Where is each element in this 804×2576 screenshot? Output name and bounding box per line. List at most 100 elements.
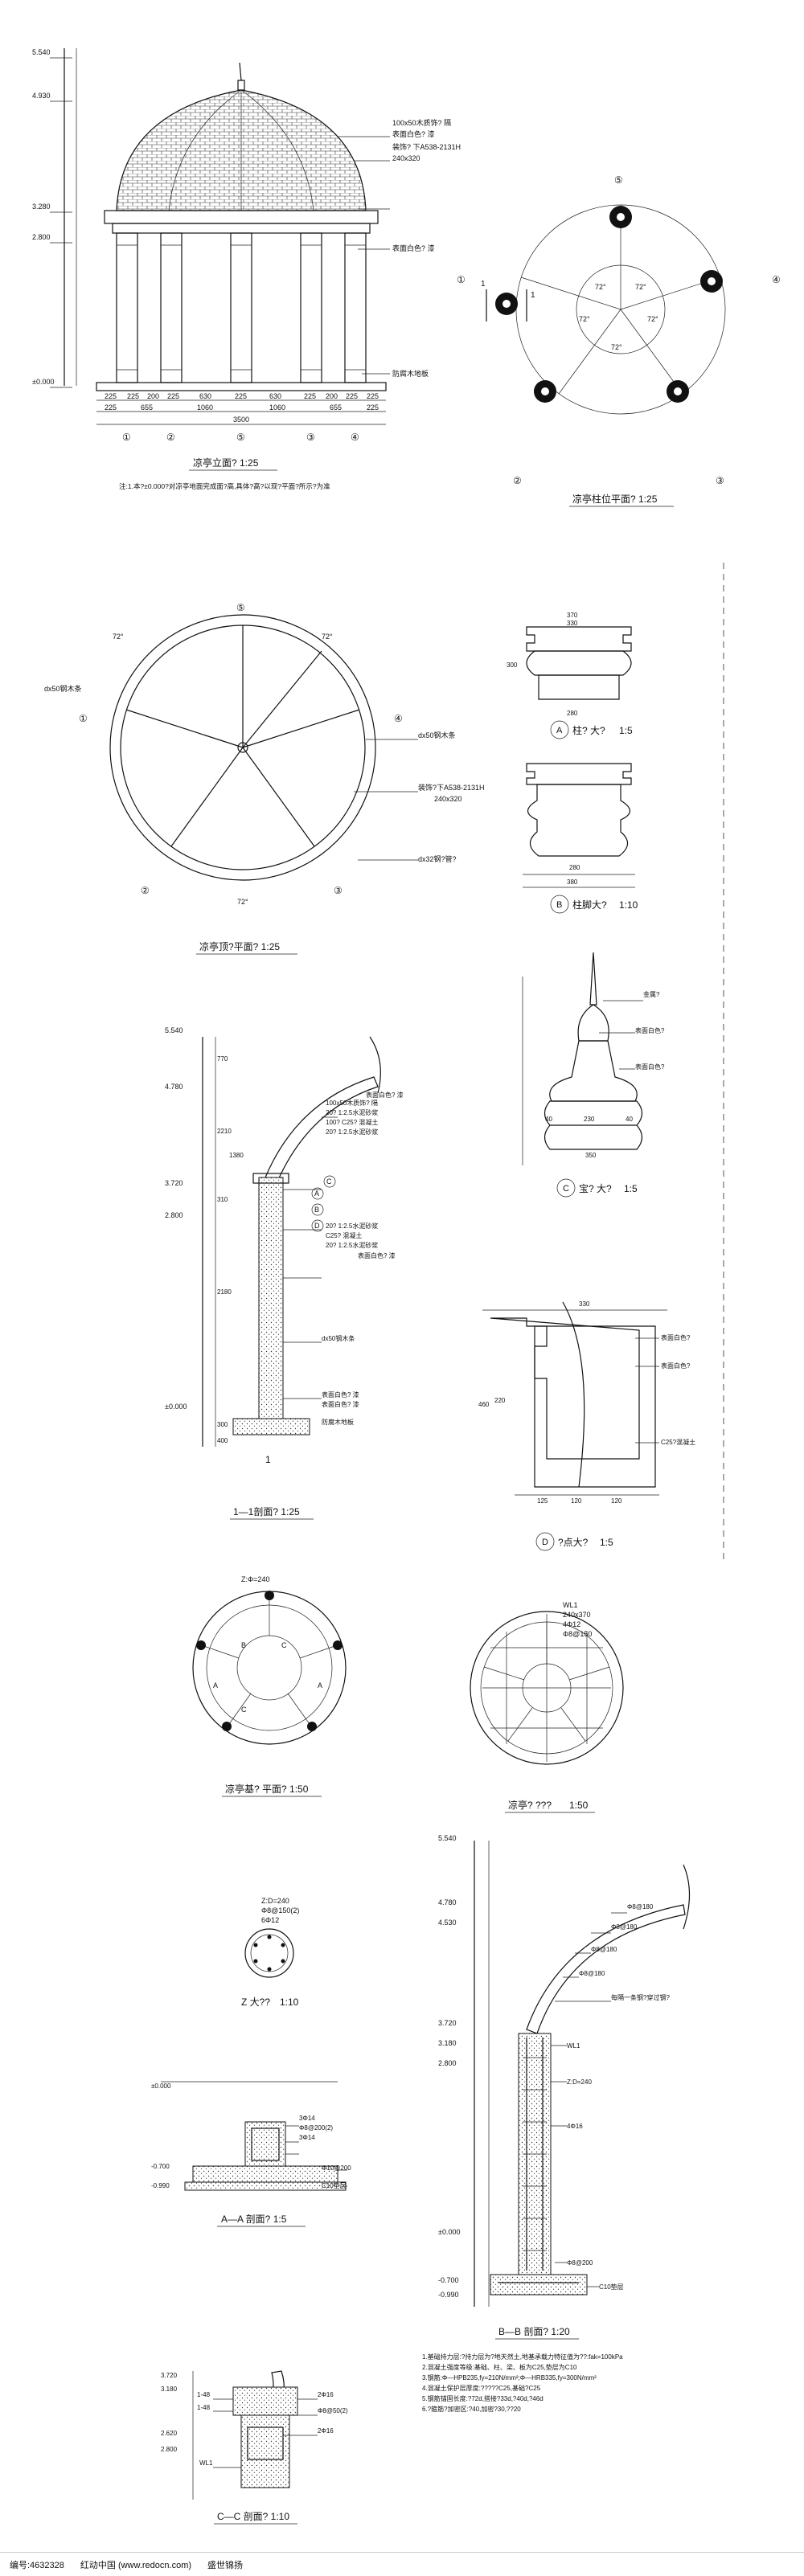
foundation-plan-title: 凉亭基? 平面? 1:50 (225, 1783, 309, 1795)
svg-text:C25? 混凝土: C25? 混凝土 (326, 1231, 362, 1239)
svg-text:表面白色? 漆: 表面白色? 漆 (392, 244, 435, 252)
svg-text:2.620: 2.620 (161, 2430, 178, 2437)
svg-text:330: 330 (579, 1300, 590, 1308)
detail-z: Z:D=240 Φ8@150(2) 6Φ12 Z 大?? 1:10 (241, 1897, 299, 2008)
elevation-callouts: 100x50木质饰? 隔 表面白色? 漆 装饰? 下A538-2131H 240… (338, 118, 461, 378)
svg-text:④: ④ (394, 713, 403, 724)
svg-text:A: A (318, 1681, 322, 1689)
svg-text:100x50木质饰? 隔: 100x50木质饰? 隔 (392, 118, 451, 127)
svg-text:20? 1:2.5水泥砂浆: 20? 1:2.5水泥砂浆 (326, 1222, 378, 1230)
svg-text:100? C25? 混凝土: 100? C25? 混凝土 (326, 1118, 378, 1126)
svg-text:A: A (213, 1681, 218, 1689)
svg-text:表面白色?: 表面白色? (635, 1063, 665, 1071)
svg-text:2.800: 2.800 (165, 1211, 183, 1219)
svg-text:225: 225 (105, 403, 117, 412)
svg-text:⑤: ⑤ (236, 432, 245, 443)
svg-text:300: 300 (217, 1421, 228, 1428)
column-plan: 1 1 72° 72° 72° 72° 72° ⑤ ① ④ ② ③ 凉亭柱位平面… (457, 174, 781, 507)
svg-text:⑤: ⑤ (236, 602, 245, 613)
svg-text:770: 770 (217, 1055, 228, 1063)
svg-text:200: 200 (326, 392, 338, 400)
svg-text:72°: 72° (635, 283, 646, 291)
svg-text:1: 1 (531, 291, 535, 300)
svg-text:C10垫层: C10垫层 (322, 2181, 347, 2189)
svg-text:表面白色? 漆: 表面白色? 漆 (322, 1400, 359, 1408)
svg-text:2Φ16: 2Φ16 (318, 2427, 334, 2435)
elevation-title: 凉亭立面? 1:25 (193, 457, 259, 469)
foundation-plan: Z:Φ=240 A A B C C 凉亭基? 平面? 1:50 (192, 1575, 347, 1797)
svg-text:±0.000: ±0.000 (32, 378, 54, 386)
svg-text:2Φ16: 2Φ16 (318, 2391, 334, 2398)
svg-text:2.800: 2.800 (161, 2446, 178, 2453)
svg-text:370: 370 (567, 612, 578, 619)
svg-text:6.?箍筋?加密区:?40,加密?30,??20: 6.?箍筋?加密区:?40,加密?30,??20 (422, 2405, 521, 2413)
svg-text:4Φ16: 4Φ16 (567, 2123, 583, 2130)
detail-c-title: 宝? 大? (579, 1183, 612, 1194)
svg-text:④: ④ (772, 274, 781, 285)
section-1-1-callouts: 100x50木质饰? 隔 20? 1:2.5水泥砂浆 100? C25? 混凝土… (283, 1091, 404, 1426)
footer-author: 盛世锦扬 (207, 2560, 244, 2570)
svg-text:Φ8@180: Φ8@180 (627, 1903, 654, 1910)
svg-text:1:10: 1:10 (619, 899, 638, 911)
svg-text:防腐木地板: 防腐木地板 (392, 369, 429, 378)
svg-text:230: 230 (584, 1116, 595, 1123)
section-cc-title: C—C 剖面? 1:10 (217, 2511, 289, 2522)
svg-text:72°: 72° (595, 283, 606, 291)
svg-text:表面白色?: 表面白色? (661, 1333, 691, 1341)
svg-text:A: A (556, 726, 563, 735)
svg-text:⑤: ⑤ (614, 174, 623, 186)
svg-text:3Φ14: 3Φ14 (299, 2134, 315, 2141)
svg-text:225: 225 (346, 392, 358, 400)
svg-text:3.720: 3.720 (161, 2372, 178, 2379)
svg-text:D: D (542, 1538, 548, 1547)
svg-text:Z:Φ=240: Z:Φ=240 (241, 1575, 269, 1583)
svg-text:②: ② (513, 475, 522, 486)
svg-text:3.180: 3.180 (161, 2386, 178, 2393)
footer-id: 编号:4632328 (10, 2560, 64, 2570)
svg-text:1-48: 1-48 (197, 2391, 211, 2398)
svg-text:③: ③ (334, 885, 343, 896)
svg-text:4Φ12: 4Φ12 (563, 1620, 580, 1628)
svg-text:1:5: 1:5 (619, 725, 633, 736)
svg-text:3Φ14: 3Φ14 (299, 2115, 315, 2122)
svg-text:表面白色?: 表面白色? (661, 1362, 691, 1370)
watermark-footer: 编号:4632328 红动中国 (www.redocn.com) 盛世锦扬 (0, 2552, 804, 2576)
svg-text:125: 125 (537, 1497, 548, 1505)
svg-text:1: 1 (265, 1454, 271, 1465)
svg-text:C25?混凝土: C25?混凝土 (661, 1438, 695, 1446)
svg-text:每隔一条钢?穿过钢?: 每隔一条钢?穿过钢? (611, 1993, 670, 2001)
svg-text:④: ④ (351, 432, 359, 443)
svg-text:1:10: 1:10 (280, 1997, 299, 2008)
svg-text:2.混凝土强度等级:基础、柱、梁、板为C25,垫层为C10: 2.混凝土强度等级:基础、柱、梁、板为C25,垫层为C10 (422, 2363, 577, 2371)
svg-text:②: ② (166, 432, 175, 443)
svg-text:装饰?下A538-2131H: 装饰?下A538-2131H (418, 783, 485, 792)
svg-text:630: 630 (199, 392, 211, 400)
svg-text:WL1: WL1 (563, 1601, 578, 1609)
svg-text:B: B (241, 1641, 246, 1649)
svg-text:3.280: 3.280 (32, 203, 51, 211)
section-aa: ±0.000 -0.700 -0.990 3Φ14 Φ8@200(2) 3Φ14… (151, 2081, 351, 2227)
svg-text:240x370: 240x370 (563, 1611, 591, 1619)
svg-text:240x320: 240x320 (434, 795, 462, 803)
svg-text:280: 280 (569, 864, 580, 871)
column-plan-title: 凉亭柱位平面? 1:25 (572, 493, 658, 505)
elevation-axes: ① ② ⑤ ③ ④ (122, 432, 359, 443)
svg-text:5.540: 5.540 (438, 1834, 457, 1842)
roof-plan-callouts: dx50钢木条 装饰?下A538-2131H 240x320 dx32钢?管? … (44, 684, 485, 863)
detail-a-title: 柱? 大? (572, 724, 605, 736)
svg-text:表面白色? 漆: 表面白色? 漆 (358, 1251, 396, 1259)
section-1-1: 5.540 4.780 3.720 2.800 ±0.000 770 2210 … (165, 1026, 404, 1520)
svg-text:B: B (556, 900, 562, 910)
svg-text:①: ① (122, 432, 131, 443)
detail-b-title: 柱脚大? (572, 899, 607, 911)
svg-text:655: 655 (330, 403, 342, 412)
svg-text:dx50钢木条: dx50钢木条 (44, 684, 82, 693)
svg-text:Φ8@180: Φ8@180 (591, 1946, 617, 1953)
svg-text:400: 400 (217, 1437, 228, 1444)
svg-text:630: 630 (269, 392, 281, 400)
section-bb-notes: 1.基础持力层:?持力层为?地天然土,地基承载力特征值为??:fak=100kP… (422, 2353, 623, 2413)
section-aa-title: A—A 剖面? 1:5 (221, 2214, 287, 2225)
svg-text:Φ8@200: Φ8@200 (567, 2259, 593, 2267)
